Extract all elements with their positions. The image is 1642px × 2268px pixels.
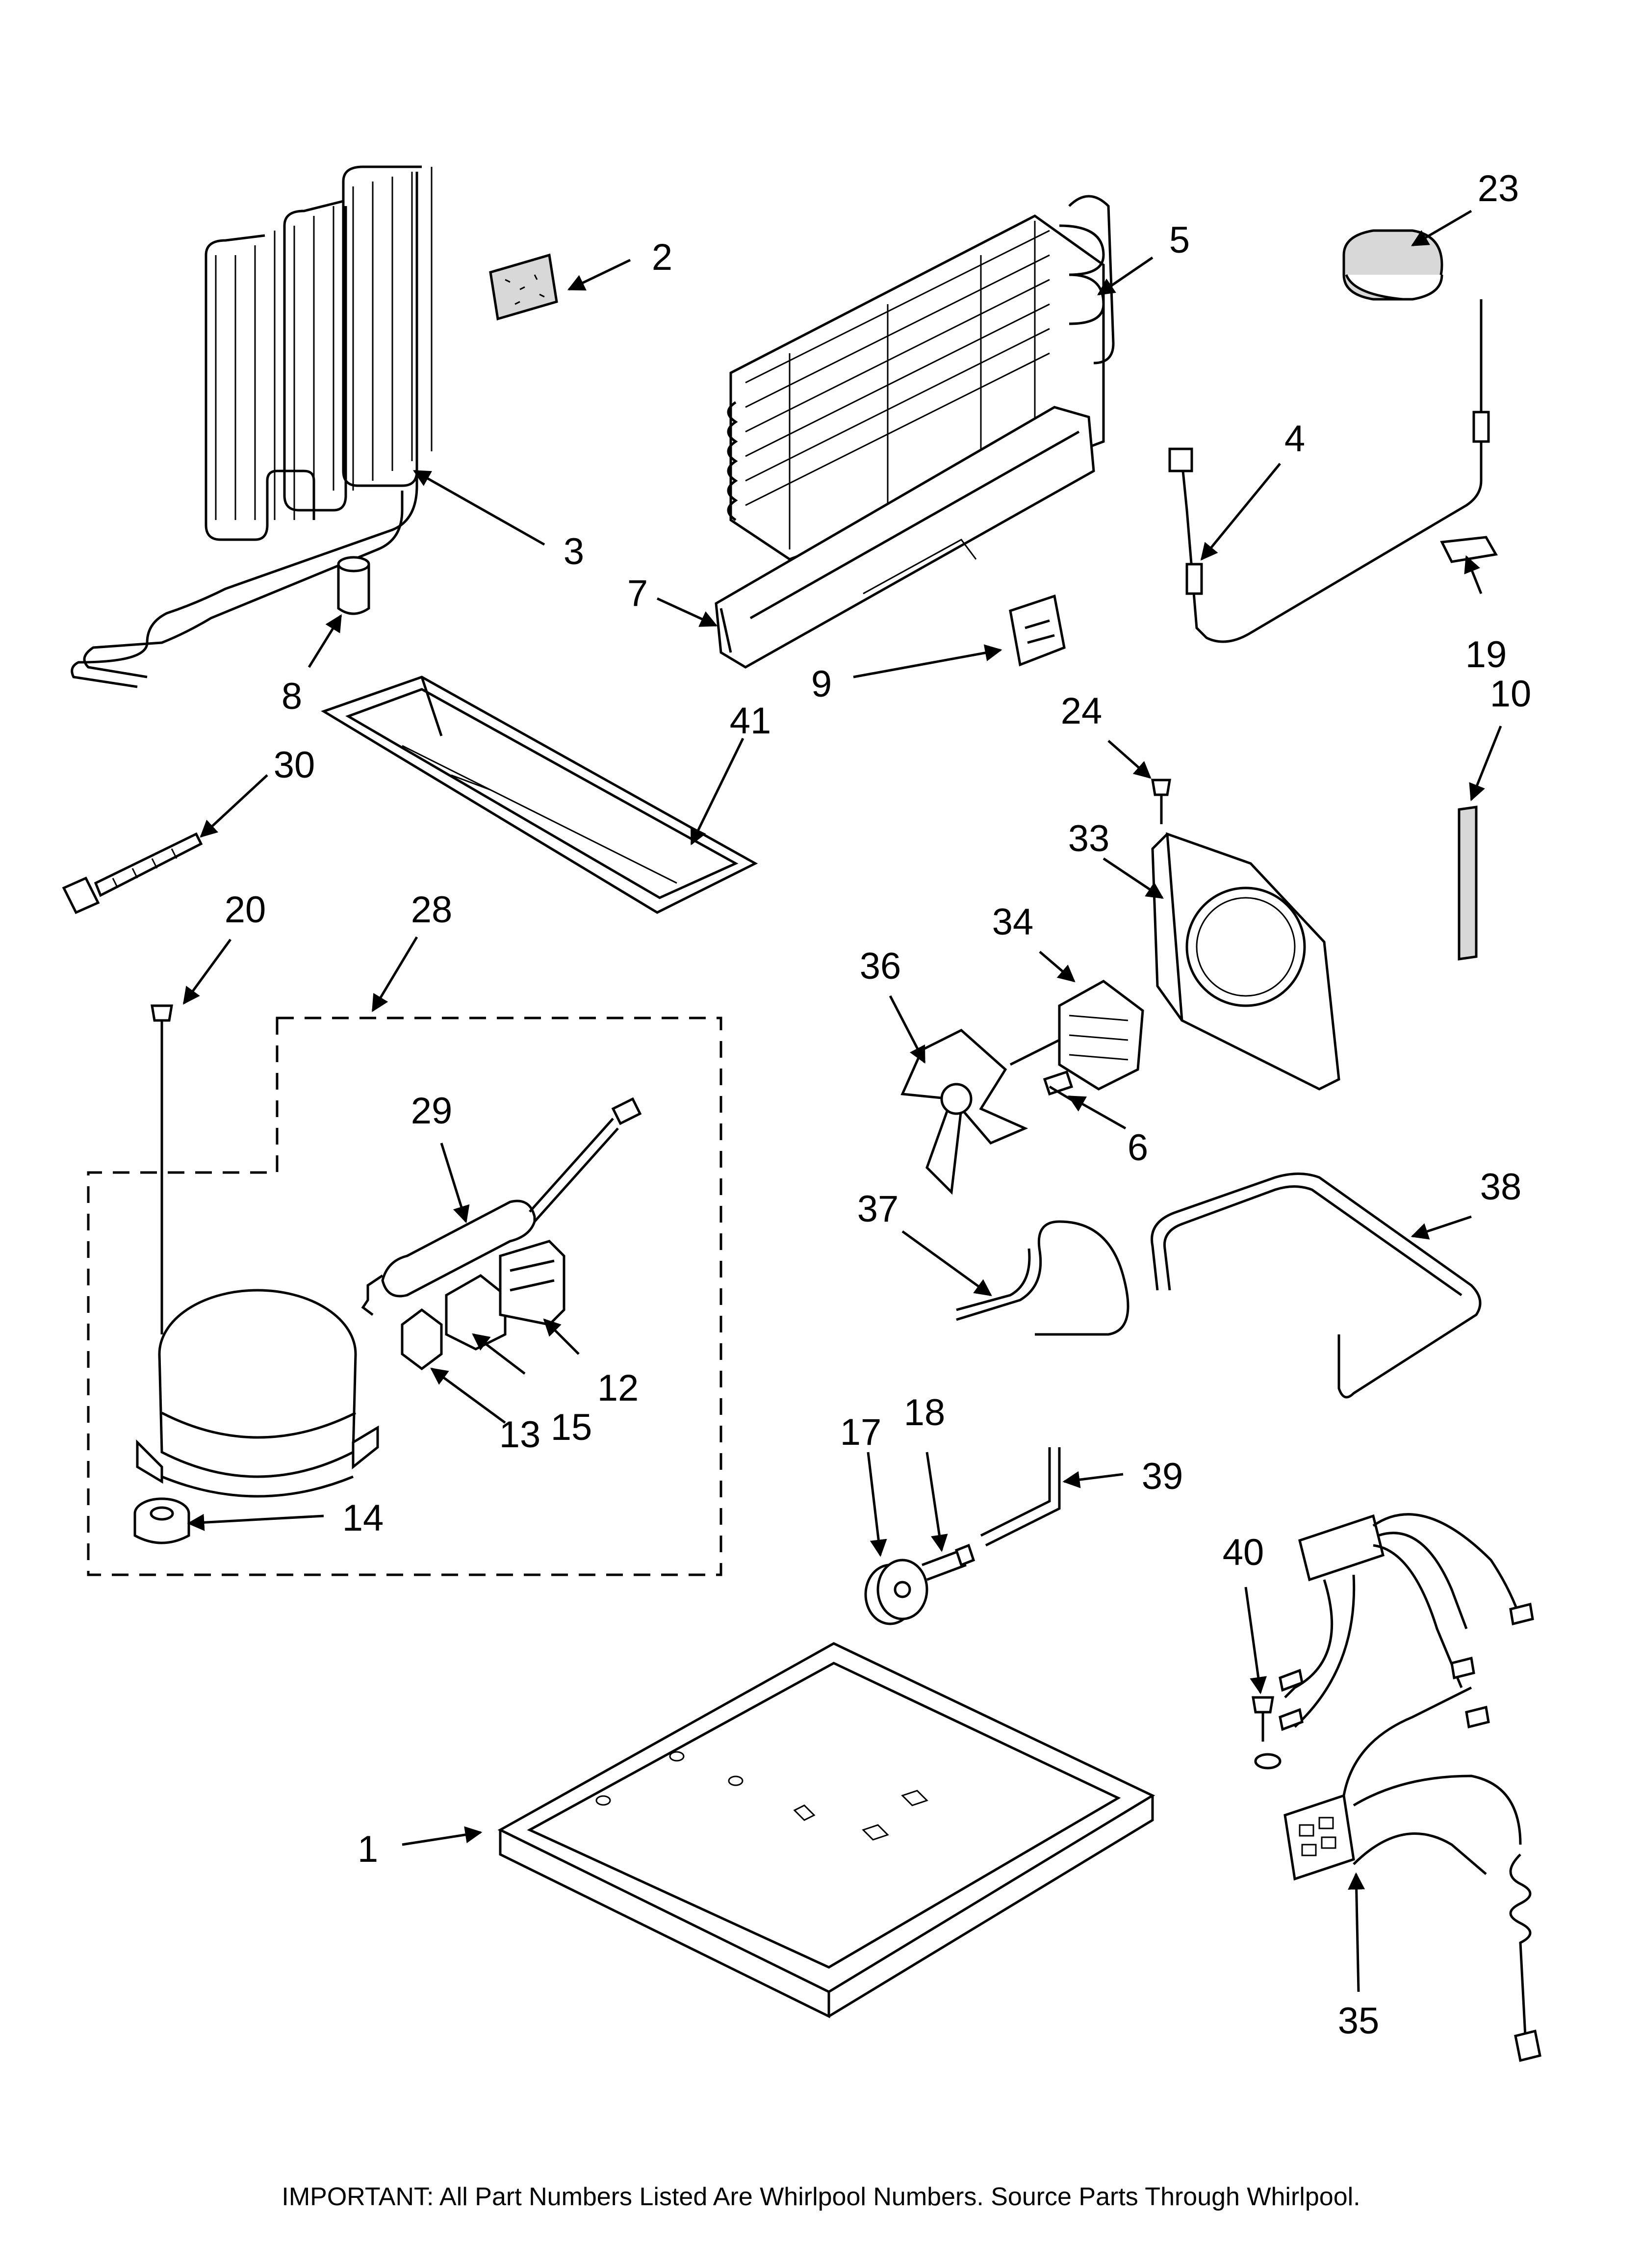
callout-37: 37 [857,1188,899,1230]
callout-28: 28 [411,889,453,931]
fan-motor-drawing [1009,980,1144,1091]
callout-13: 13 [499,1414,541,1456]
callout-38: 38 [1480,1166,1522,1208]
relay-overload-drawing [401,1240,565,1371]
callout-41: 41 [730,700,771,742]
cable-tie-drawing [62,832,203,914]
motor-screw-drawing [1043,1070,1075,1103]
leader-lines [182,209,1502,1992]
tube-39-drawing [980,1447,1061,1547]
callout-10: 10 [1490,673,1532,715]
fan-blade-drawing [900,1029,1028,1195]
foam-strip-drawing [1458,806,1478,961]
screw-drawing [1151,779,1171,824]
callout-12: 12 [597,1367,639,1409]
drip-tray-drawing [715,406,1095,669]
filter-pad-drawing [489,253,558,321]
base-frame-drawing [497,1642,1155,2019]
callout-3: 3 [564,531,584,573]
drain-pan-drawing [321,676,758,914]
compressor-drawing [136,1289,379,1498]
grommet-drawing [133,1497,190,1544]
compressor-screw-drawing [151,1004,173,1334]
callout-4: 4 [1284,418,1305,460]
tube-38-drawing [1151,1173,1482,1399]
callout-2: 2 [652,236,672,278]
callout-39: 39 [1142,1456,1183,1497]
condenser-coil-drawing [71,165,433,688]
callout-6: 6 [1128,1127,1148,1169]
callout-labels: 1 2 3 4 5 6 7 8 9 10 12 13 14 15 17 18 1… [225,168,1532,2042]
callout-24: 24 [1061,690,1103,732]
callout-15: 15 [551,1407,592,1448]
callout-17: 17 [840,1411,882,1453]
filter-drier-drawing [361,1097,642,1316]
fan-shroud-drawing [1151,832,1340,1091]
thermistor-drawing [1168,229,1498,643]
tube-37-drawing [956,1220,1129,1336]
clip-drawing [1009,594,1066,667]
footer-note: IMPORTANT: All Part Numbers Listed Are W… [282,2183,1360,2211]
compressor-kit-outline [87,1017,722,1576]
callout-5: 5 [1169,219,1190,261]
callout-35: 35 [1338,2000,1380,2042]
callout-19: 19 [1465,634,1507,676]
callout-18: 18 [904,1392,946,1434]
callout-1: 1 [358,1828,378,1870]
callout-20: 20 [225,889,266,931]
callout-9: 9 [811,663,832,705]
callout-40: 40 [1223,1532,1264,1573]
callout-29: 29 [411,1090,453,1132]
roller-drawing [864,1543,975,1625]
callout-23: 23 [1478,168,1519,209]
callout-30: 30 [274,744,315,786]
callout-36: 36 [860,945,901,987]
callout-34: 34 [992,901,1034,943]
callout-33: 33 [1068,818,1110,860]
callout-8: 8 [282,676,302,717]
callout-7: 7 [627,573,648,614]
drain-plug-drawing [337,556,370,615]
callout-14: 14 [342,1497,384,1539]
wire-harness-drawing [1279,1513,1541,2062]
ground-screw-drawing [1252,1696,1282,1770]
